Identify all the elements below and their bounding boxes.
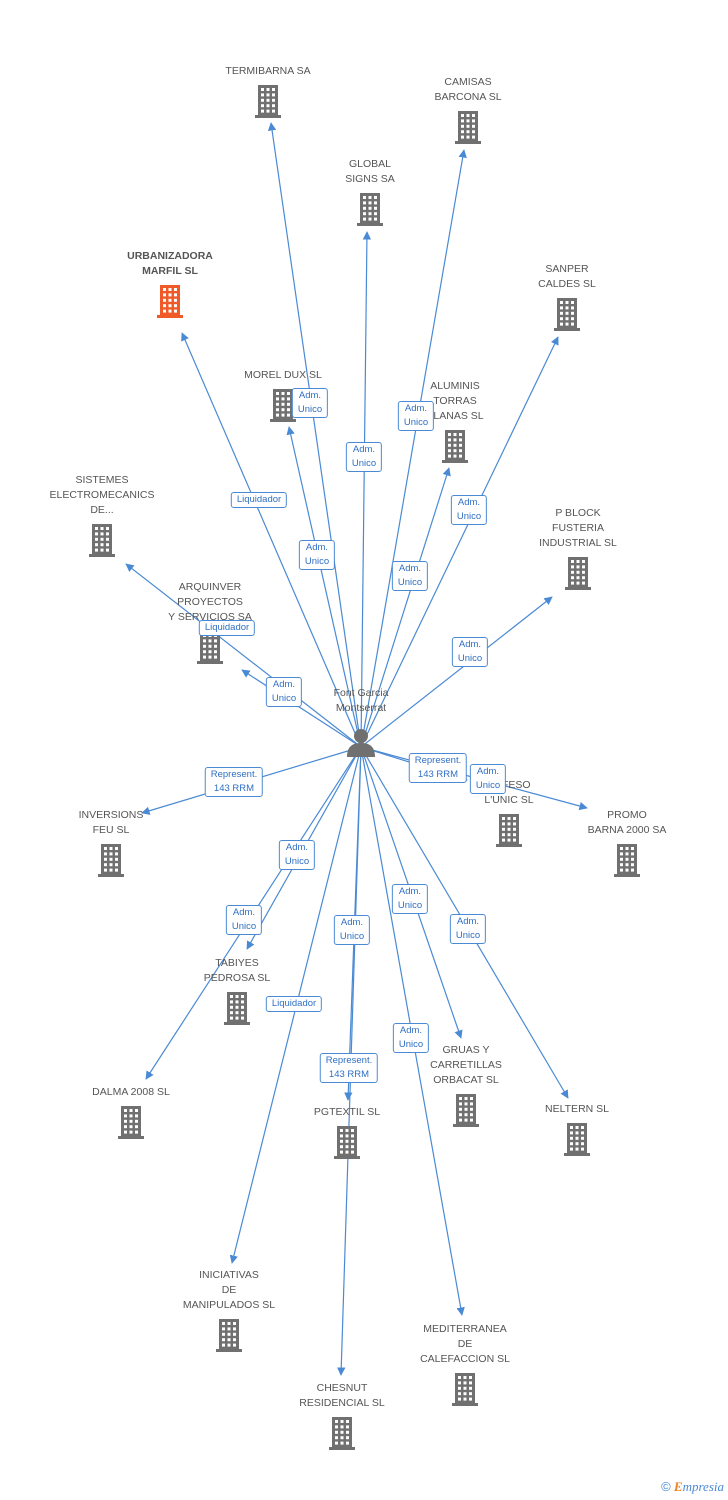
edge-line-aluminis	[360, 467, 451, 748]
edge-line-sanper	[360, 336, 559, 748]
company-node-dalma[interactable]: DALMA 2008 SL	[51, 1085, 211, 1140]
building-icon	[498, 555, 658, 591]
company-node-sanper[interactable]: SANPER CALDES SL	[487, 262, 647, 332]
company-name: ALUMINIS TORRAS PLANAS SL	[426, 380, 484, 422]
company-name: DALMA 2008 SL	[92, 1086, 170, 1098]
center-person-label[interactable]: Font Garcia Montserrat	[333, 687, 389, 714]
edge-role-label[interactable]: Adm. Unico	[278, 840, 316, 870]
building-icon	[262, 1415, 422, 1451]
person-icon[interactable]	[346, 727, 376, 757]
edge-role-label[interactable]: Liquidador	[265, 996, 323, 1012]
company-name: P BLOCK FUSTERIA INDUSTRIAL SL	[539, 507, 617, 549]
building-icon	[90, 283, 250, 319]
company-name: CAMISAS BARCONA SL	[434, 76, 502, 103]
company-node-morel[interactable]: MOREL DUX SL	[203, 368, 363, 423]
company-node-gruas[interactable]: GRUAS Y CARRETILLAS ORBACAT SL	[386, 1043, 546, 1128]
company-name: PGTEXTIL SL	[313, 1106, 381, 1118]
company-node-promo[interactable]: PROMO BARNA 2000 SA	[547, 808, 707, 878]
company-node-inversions[interactable]: INVERSIONS FEU SL	[31, 808, 191, 878]
building-icon	[157, 990, 317, 1026]
company-name: NELTERN SL	[545, 1103, 609, 1115]
edge-line-arquinver	[241, 669, 362, 748]
edge-line-sistemes	[125, 563, 362, 748]
building-icon	[547, 842, 707, 878]
company-name: SISTEMES ELECTROMECANICS DE...	[49, 474, 155, 516]
building-icon	[385, 1371, 545, 1407]
copyright-symbol: ©	[661, 1479, 671, 1494]
edge-role-label[interactable]: Adm. Unico	[469, 764, 507, 794]
building-icon	[188, 83, 348, 119]
edge-role-label[interactable]: Adm. Unico	[225, 905, 263, 935]
edge-line-camisas	[360, 149, 467, 748]
building-icon	[267, 1124, 427, 1160]
building-icon	[386, 1092, 546, 1128]
edge-role-label[interactable]: Adm. Unico	[392, 1023, 430, 1053]
company-node-iniciativas[interactable]: INICIATIVAS DE MANIPULADOS SL	[149, 1268, 309, 1353]
building-icon	[429, 812, 589, 848]
company-node-mediterranea[interactable]: MEDITERRANEA DE CALEFACCION SL	[385, 1322, 545, 1407]
company-name: URBANIZADORA MARFIL SL	[127, 250, 213, 277]
company-name: SANPER CALDES SL	[538, 263, 596, 290]
building-icon	[388, 109, 548, 145]
company-node-camisas[interactable]: CAMISAS BARCONA SL	[388, 75, 548, 145]
edge-role-label[interactable]: Adm. Unico	[345, 442, 383, 472]
company-name: TABIYES PEDROSA SL	[203, 957, 271, 984]
company-node-neltern[interactable]: NELTERN SL	[497, 1102, 657, 1157]
company-node-urbanizadora[interactable]: URBANIZADORA MARFIL SL	[90, 249, 250, 319]
building-icon	[203, 387, 363, 423]
company-node-chesnut[interactable]: CHESNUT RESIDENCIAL SL	[262, 1381, 422, 1451]
edge-role-label[interactable]: Represent. 143 RRM	[408, 753, 468, 783]
edge-role-label[interactable]: Represent. 143 RRM	[204, 767, 264, 797]
company-node-aluminis[interactable]: ALUMINIS TORRAS PLANAS SL	[375, 379, 535, 464]
brand-initial: E	[673, 1479, 683, 1494]
edge-role-label[interactable]: Adm. Unico	[451, 637, 489, 667]
edge-role-label[interactable]: Adm. Unico	[391, 561, 429, 591]
edge-line-urbanizadora	[181, 332, 362, 748]
brand-footer: © Empresia	[661, 1479, 724, 1495]
edge-role-label[interactable]: Represent. 143 RRM	[319, 1053, 379, 1083]
edge-role-label[interactable]: Adm. Unico	[333, 915, 371, 945]
company-node-tabiyes[interactable]: TABIYES PEDROSA SL	[157, 956, 317, 1026]
company-node-pgtextil[interactable]: PGTEXTIL SL	[267, 1105, 427, 1160]
company-node-sistemes[interactable]: SISTEMES ELECTROMECANICS DE...	[22, 473, 182, 558]
edge-role-label[interactable]: Adm. Unico	[449, 914, 487, 944]
edge-line-termibarna	[267, 122, 362, 748]
building-icon	[31, 842, 191, 878]
edge-line-pblock	[360, 596, 553, 748]
edge-line-morel	[286, 426, 362, 748]
edge-role-label[interactable]: Adm. Unico	[397, 401, 435, 431]
company-name: GRUAS Y CARRETILLAS ORBACAT SL	[430, 1044, 502, 1086]
brand-name: mpresia	[682, 1479, 724, 1494]
company-name: GLOBAL SIGNS SA	[345, 158, 395, 185]
building-icon	[290, 191, 450, 227]
company-node-termibarna[interactable]: TERMIBARNA SA	[188, 64, 348, 119]
building-icon	[497, 1121, 657, 1157]
building-icon	[51, 1104, 211, 1140]
building-icon	[22, 522, 182, 558]
edge-role-label[interactable]: Adm. Unico	[291, 388, 329, 418]
company-name: MEDITERRANEA DE CALEFACCION SL	[420, 1323, 510, 1365]
edge-role-label[interactable]: Liquidador	[198, 620, 256, 636]
building-icon	[149, 1317, 309, 1353]
company-node-global[interactable]: GLOBAL SIGNS SA	[290, 157, 450, 227]
edge-role-label[interactable]: Adm. Unico	[391, 884, 429, 914]
company-name: CHESNUT RESIDENCIAL SL	[299, 1382, 385, 1409]
company-name: PROMO BARNA 2000 SA	[587, 809, 667, 836]
company-name: TERMIBARNA SA	[225, 65, 311, 77]
edge-role-label[interactable]: Adm. Unico	[265, 677, 303, 707]
building-icon	[487, 296, 647, 332]
company-node-pblock[interactable]: P BLOCK FUSTERIA INDUSTRIAL SL	[498, 506, 658, 591]
building-icon	[375, 428, 535, 464]
edge-line-global	[360, 231, 372, 748]
company-name: INICIATIVAS DE MANIPULADOS SL	[182, 1269, 276, 1311]
company-name: ARQUINVER PROYECTOS Y SERVICIOS SA	[168, 581, 252, 623]
company-name: INVERSIONS FEU SL	[78, 809, 144, 836]
edge-role-label[interactable]: Liquidador	[230, 492, 288, 508]
edge-role-label[interactable]: Adm. Unico	[450, 495, 488, 525]
company-name: MOREL DUX SL	[244, 369, 322, 381]
edge-role-label[interactable]: Adm. Unico	[298, 540, 336, 570]
